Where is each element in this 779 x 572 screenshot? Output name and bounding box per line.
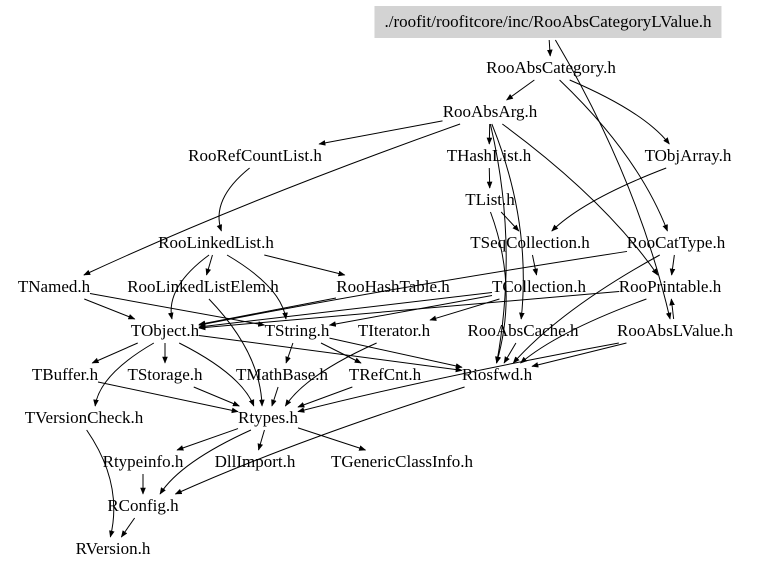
edge-rooabsarg-to-riosfwd [489, 123, 507, 364]
edge-riosfwd-to-rconfig [174, 386, 465, 495]
edge-rooabslvalue-to-riosfwd [531, 342, 627, 368]
node-tbuffer[interactable]: TBuffer.h [31, 365, 99, 384]
node-trefcnt[interactable]: TRefCnt.h [348, 365, 422, 384]
edge-tstring-to-riosfwd [329, 337, 463, 369]
edge-rtypes-to-rtypeinfo [176, 428, 239, 451]
edge-roolinkedlistelem-to-rtypes [208, 298, 265, 407]
edge-trefcnt-to-rtypes [297, 386, 353, 408]
node-rversion[interactable]: RVersion.h [75, 539, 151, 558]
edge-tstring-to-tmathbase [285, 342, 294, 364]
edge-tcollection-to-tobject [198, 292, 493, 330]
node-tobject[interactable]: TObject.h [130, 321, 200, 340]
edge-rooabscategory-to-rooabsarg [506, 79, 535, 101]
node-dllimport[interactable]: DllImport.h [214, 452, 296, 471]
edge-rooabslvalue-to-rooprintable [669, 298, 675, 320]
node-tcollection[interactable]: TCollection.h [492, 277, 586, 296]
edge-rooabscache-to-riosfwd [503, 342, 517, 364]
edge-roolinkedlist-to-tstring [226, 254, 288, 320]
edge-titerator-to-rtypes [284, 342, 377, 407]
edge-root-to-rooabslvalue [554, 39, 672, 320]
edge-roocattype-to-riosfwd [512, 254, 660, 364]
edge-rooabsarg-to-roorefcountlist [318, 120, 443, 146]
edge-tnamed-to-tobject [84, 298, 136, 320]
edge-rooabscategory-to-tobjarray [569, 79, 670, 145]
edge-roolinkedlist-to-roolinkedlistelem [205, 254, 213, 276]
node-rtypeinfo[interactable]: Rtypeinfo.h [102, 452, 184, 471]
edge-rooprintable-to-tobject [198, 290, 620, 331]
edge-tseqcollection-to-tcollection [531, 254, 539, 276]
edge-tobject-to-tbuffer [91, 342, 138, 364]
node-roolinkedlistelem[interactable]: RooLinkedListElem.h [127, 277, 279, 296]
node-thashlist[interactable]: THashList.h [446, 146, 532, 165]
edge-rooprintable-to-riosfwd [520, 298, 647, 364]
node-tstring[interactable]: TString.h [264, 321, 330, 340]
edge-rooabsarg-to-rooprintable [502, 123, 659, 276]
edge-tversioncheck-to-rversion [86, 429, 115, 538]
node-roorefcountlist[interactable]: RooRefCountList.h [188, 146, 322, 165]
node-roohashtable[interactable]: RooHashTable.h [336, 277, 450, 296]
edge-roorefcountlist-to-roolinkedlist [216, 167, 250, 232]
edge-tobject-to-rtypes [178, 342, 255, 407]
edge-rooabsarg-to-rooabscache [491, 123, 525, 320]
node-tmathbase[interactable]: TMathBase.h [235, 365, 329, 384]
node-tlist[interactable]: TList.h [465, 190, 515, 209]
edge-tobjarray-to-tseqcollection [551, 167, 667, 232]
node-rooprintable[interactable]: RooPrintable.h [618, 277, 722, 296]
edge-rtypes-to-tgenericclassinfo [297, 427, 367, 451]
node-rooabscategory[interactable]: RooAbsCategory.h [486, 58, 616, 77]
edge-roolinkedlist-to-roohashtable [264, 254, 346, 277]
edge-roolinkedlist-to-tobject [167, 254, 210, 320]
node-riosfwd[interactable]: Riosfwd.h [461, 365, 533, 384]
node-titerator[interactable]: TIterator.h [357, 321, 431, 340]
edge-rooabslvalue-to-rtypes [297, 342, 619, 413]
edge-root-to-rooabscategory [547, 39, 553, 57]
edge-tobject-to-riosfwd [198, 335, 463, 373]
edge-rooabscategory-to-roocattype [559, 79, 668, 232]
node-roolinkedlist[interactable]: RooLinkedList.h [158, 233, 274, 252]
edge-tcollection-to-titerator [429, 298, 500, 321]
node-rtypes[interactable]: Rtypes.h [238, 408, 298, 427]
edge-roocattype-to-tobject [198, 250, 628, 327]
node-tobjarray[interactable]: TObjArray.h [644, 146, 732, 165]
edge-roohashtable-to-tobject [198, 297, 337, 326]
edge-tmathbase-to-rtypes [271, 386, 279, 407]
node-rooabsarg[interactable]: RooAbsArg.h [442, 102, 538, 121]
node-tversioncheck[interactable]: TVersionCheck.h [24, 408, 144, 427]
node-tgenericclassinfo[interactable]: TGenericClassInfo.h [330, 452, 474, 471]
edge-rtypes-to-rconfig [159, 429, 252, 495]
edge-tbuffer-to-rtypes [97, 381, 239, 414]
node-rooabslvalue[interactable]: RooAbsLValue.h [616, 321, 734, 340]
node-rooabscache[interactable]: RooAbsCache.h [467, 321, 579, 340]
node-tseqcollection[interactable]: TSeqCollection.h [470, 233, 590, 252]
edge-tstring-to-trefcnt [320, 342, 362, 364]
edge-rtypes-to-dllimport [257, 429, 265, 451]
node-tnamed[interactable]: TNamed.h [17, 277, 91, 296]
node-root[interactable]: ./roofit/roofitcore/inc/RooAbsCategoryLV… [374, 6, 722, 38]
edge-tlist-to-tseqcollection [500, 211, 520, 232]
edge-roocattype-to-rooprintable [669, 254, 676, 276]
node-tstorage[interactable]: TStorage.h [127, 365, 203, 384]
edge-tstorage-to-rtypes [193, 386, 240, 407]
edge-tlist-to-riosfwd [490, 211, 507, 364]
edge-rooabsarg-to-tnamed [83, 123, 461, 276]
edge-tcollection-to-tstring [328, 295, 493, 327]
node-rconfig[interactable]: RConfig.h [107, 496, 179, 515]
edge-tobject-to-tversioncheck [93, 342, 155, 407]
node-roocattype[interactable]: RooCatType.h [626, 233, 726, 252]
edge-rconfig-to-rversion [120, 517, 136, 538]
